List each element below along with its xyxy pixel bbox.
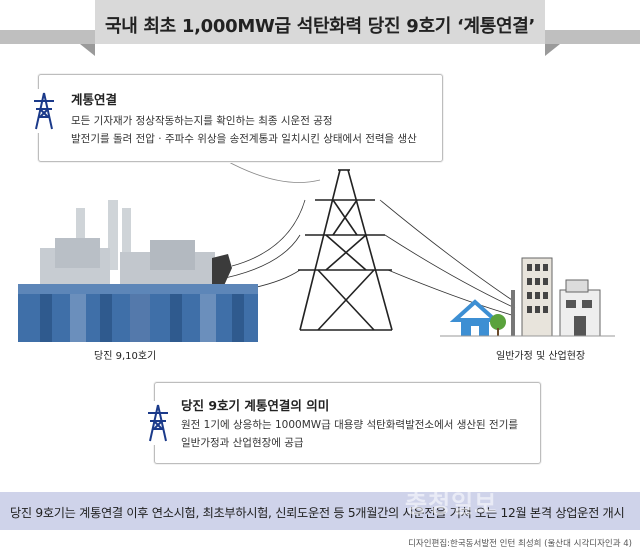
banner-shape — [0, 0, 640, 56]
grid-connection-title: 계통연결 — [71, 92, 118, 107]
meaning-line-2: 일반가정과 산업현장에 공급 — [181, 437, 304, 449]
meaning-line-1: 원전 1기에 상응하는 1000MW급 대용량 석탄화력발전소에서 생산된 전기… — [181, 419, 519, 431]
grid-connection-line-2: 발전기를 돌려 전압 · 주파수 위상을 송전계통과 일치시킨 상태에서 전력을… — [71, 133, 417, 145]
consumer-area — [440, 257, 615, 337]
summary-text: 당진 9호기는 계통연결 이후 연소시험, 최초부하시험, 신뢰도운전 등 5개… — [10, 506, 625, 520]
transmission-tower-icon — [143, 401, 173, 445]
grid-connection-callout: 계통연결 모든 기자재가 정상작동하는지를 확인하는 최종 시운전 공정 발전기… — [29, 74, 443, 162]
transmission-tower-icon — [29, 89, 59, 133]
plant-label: 당진 9,10호기 — [94, 351, 157, 362]
summary-bar: 당진 9호기는 계통연결 이후 연소시험, 최초부하시험, 신뢰도운전 등 5개… — [0, 492, 640, 530]
power-scene — [18, 159, 615, 342]
meaning-callout: 당진 9호기 계통연결의 의미 원전 1기에 상응하는 1000MW급 대용량 … — [143, 382, 541, 464]
page-title: 국내 최초 1,000MW급 석탄화력 당진 9호기 ‘계통연결’ — [104, 16, 536, 37]
grid-connection-line-1: 모든 기자재가 정상작동하는지를 확인하는 최종 시운전 공정 — [71, 115, 333, 127]
title-banner: 국내 최초 1,000MW급 석탄화력 당진 9호기 ‘계통연결’ — [0, 0, 640, 62]
power-plant — [18, 200, 258, 342]
meaning-title: 당진 9호기 계통연결의 의미 — [181, 398, 330, 413]
transmission-tower — [298, 169, 393, 331]
consumer-label: 일반가정 및 산업현장 — [496, 351, 586, 362]
design-credit: 디자인편집:한국동서발전 인턴 최성희 (울산대 시각디자인과 4) — [408, 539, 632, 549]
watermark-logo: 충청일보 — [405, 490, 498, 518]
